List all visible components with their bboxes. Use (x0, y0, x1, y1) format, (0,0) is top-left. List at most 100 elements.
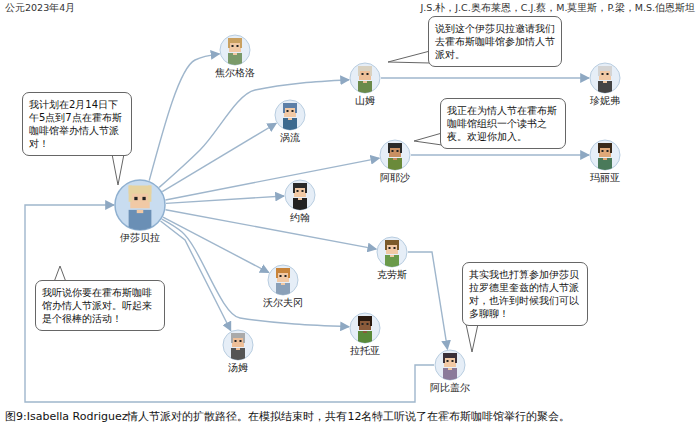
avatar-pixel (358, 81, 372, 94)
spread-arrow (149, 54, 219, 181)
spread-arrow (159, 80, 349, 188)
avatar-pixel (129, 186, 152, 194)
avatar-pixel (385, 240, 399, 245)
spread-arrow (381, 77, 589, 78)
character-node: 涡流 (274, 99, 306, 144)
avatar-circle (223, 330, 253, 360)
avatar-circle (115, 180, 165, 230)
avatar-pixel (293, 183, 307, 188)
avatar-pixel (602, 73, 604, 75)
avatar-pixel (228, 38, 242, 43)
avatar-pixel (280, 275, 282, 277)
avatar-pixel (297, 190, 299, 192)
avatar-circle (268, 265, 298, 295)
character-node: 山姆 (349, 62, 381, 107)
avatar-sprite (129, 186, 152, 232)
character-node: 玛丽亚 (589, 139, 621, 184)
avatar-pixel (388, 143, 402, 148)
avatar-pixel (602, 150, 604, 152)
spread-arrow (166, 196, 284, 203)
avatar-pixel (292, 110, 294, 112)
avatar (349, 312, 381, 344)
avatar-pixel (598, 81, 612, 94)
avatar-sprite (385, 240, 399, 268)
character-node: 拉托亚 (349, 312, 381, 357)
avatar-pixel (358, 316, 360, 326)
avatar-pixel (397, 150, 399, 152)
avatar-pixel (240, 38, 242, 48)
character-name: 山姆 (355, 95, 375, 107)
avatar-pixel (392, 150, 394, 152)
avatar-circle (435, 350, 465, 380)
avatar (349, 62, 381, 94)
speech-bubble: 我听说你要在霍布斯咖啡馆办情人节派对。听起来是个很棒的活动！ (35, 280, 165, 331)
avatar-sprite (598, 143, 612, 171)
avatar-pixel (231, 333, 245, 338)
avatar-pixel (448, 368, 452, 370)
spread-arrow (161, 221, 231, 331)
avatar-pixel (447, 360, 449, 362)
avatar-pixel (603, 158, 607, 160)
character-node: 伊莎贝拉 (114, 179, 166, 244)
avatar-pixel (298, 198, 302, 200)
avatar-pixel (370, 316, 372, 326)
avatar-pixel (397, 240, 399, 250)
avatar-sprite (276, 268, 290, 296)
avatar-pixel (134, 197, 137, 200)
avatar-pixel (358, 66, 372, 71)
avatar-pixel (228, 38, 230, 48)
avatar-pixel (598, 143, 612, 148)
avatar-pixel (283, 103, 285, 113)
avatar-circle (590, 63, 620, 93)
avatar-pixel (455, 353, 457, 363)
avatar-circle (350, 63, 380, 93)
character-node: 阿耶沙 (379, 139, 411, 184)
avatar-pixel (233, 53, 237, 55)
avatar-circle (275, 100, 305, 130)
avatar-pixel (389, 247, 391, 249)
character-name: 焦尔格洛 (215, 67, 255, 79)
character-name: 拉托亚 (350, 345, 380, 357)
avatar-circle (285, 180, 315, 210)
avatar-pixel (287, 110, 289, 112)
avatar-pixel (400, 143, 402, 153)
avatar-sprite (388, 143, 402, 171)
avatar-pixel (367, 73, 369, 75)
avatar-pixel (393, 158, 397, 160)
avatar-pixel (137, 210, 144, 213)
character-name: 约翰 (290, 212, 310, 224)
character-name: 玛丽亚 (590, 172, 620, 184)
avatar-pixel (362, 73, 364, 75)
avatar-pixel (363, 331, 367, 333)
avatar-pixel (302, 190, 304, 192)
character-name: 克劳斯 (377, 269, 407, 281)
avatar-pixel (370, 66, 372, 76)
connectors (25, 54, 589, 402)
avatar-pixel (598, 66, 600, 76)
avatar-pixel (288, 118, 292, 120)
speech-bubble: 我计划在2月14日下午5点到7点在霍布斯咖啡馆举办情人节派对！ (22, 92, 132, 156)
avatar-pixel (236, 348, 240, 350)
spread-arrow (408, 252, 447, 349)
avatar (219, 34, 251, 66)
character-name: 珍妮弗 (590, 95, 620, 107)
character-name: 汤姆 (228, 362, 248, 374)
avatar (589, 139, 621, 171)
avatar-pixel (363, 81, 367, 83)
avatar-sprite (443, 353, 457, 381)
figure-caption: 图9:Isabella Rodriguez情人节派对的扩散路径。在模拟结束时，共… (5, 410, 570, 424)
avatar-circle (377, 237, 407, 267)
avatar-circle (380, 140, 410, 170)
speech-bubble: 其实我也打算参加伊莎贝拉罗德里奎兹的情人节派对，也许到时候我们可以多聊聊！ (462, 262, 588, 326)
avatar (114, 179, 166, 231)
character-node: 汤姆 (222, 329, 254, 374)
character-name: 涡流 (280, 132, 300, 144)
avatar-pixel (231, 333, 233, 343)
character-node: 阿比盖尔 (430, 349, 470, 394)
avatar-pixel (603, 81, 607, 83)
speech-bubble: 我正在为情人节在霍布斯咖啡馆组织一个读书之夜。欢迎你加入。 (440, 98, 566, 149)
avatar-pixel (388, 158, 402, 171)
avatar (222, 329, 254, 361)
